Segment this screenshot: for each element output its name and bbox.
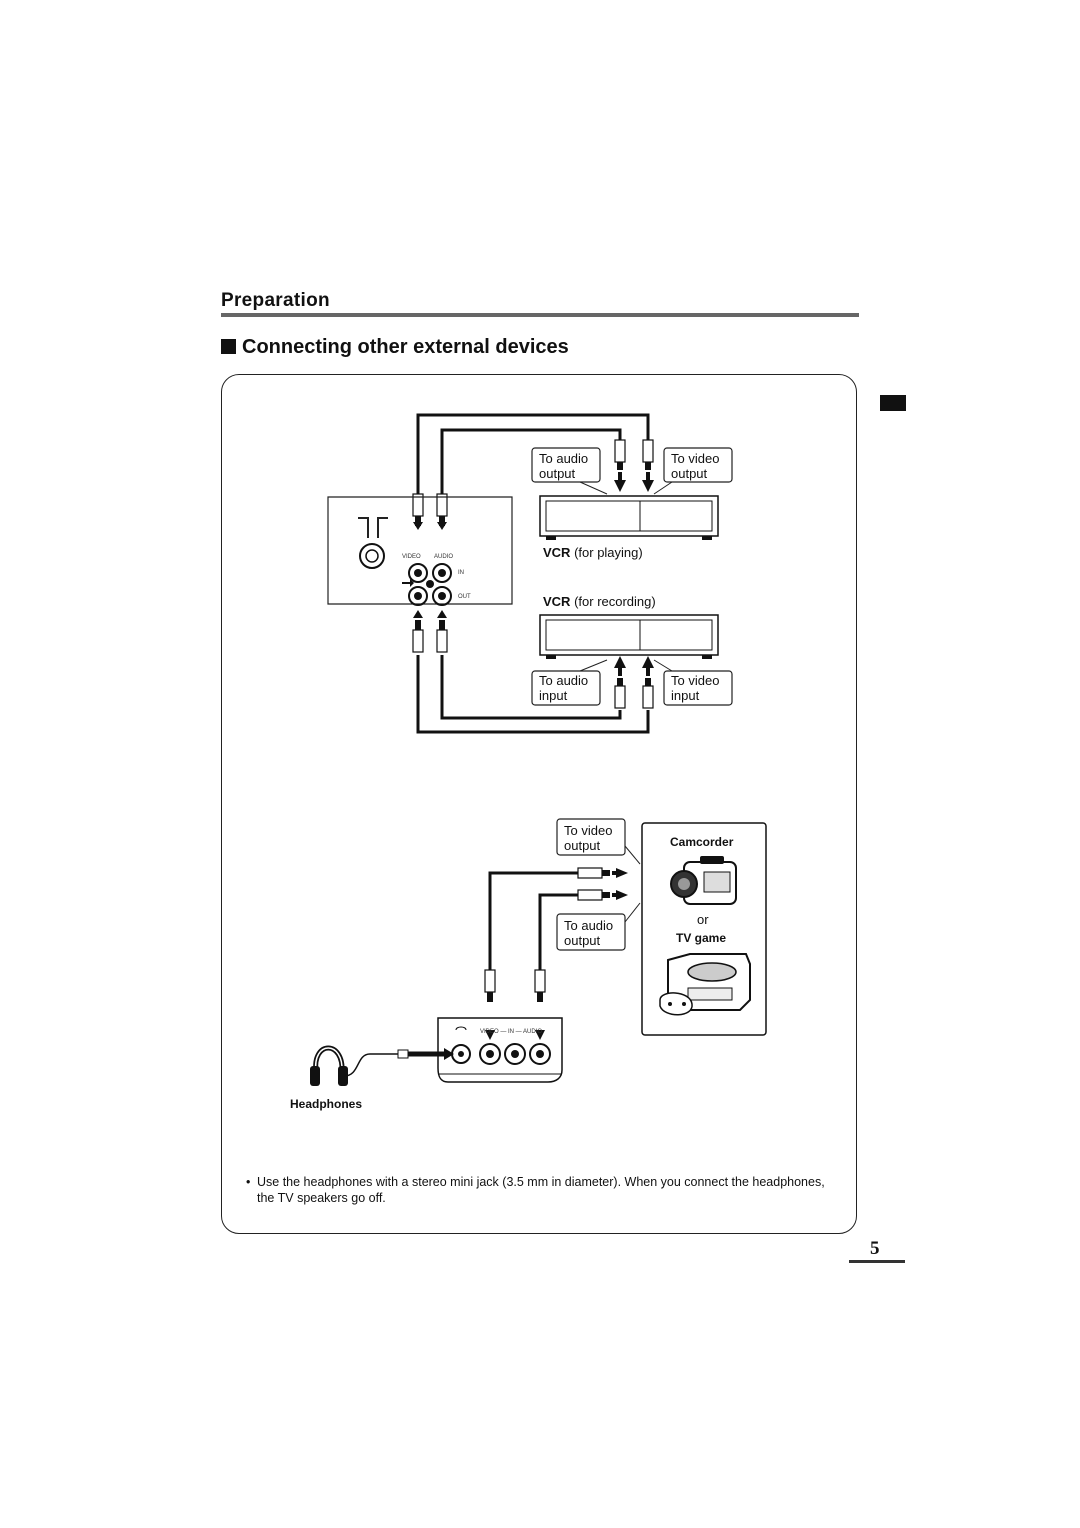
to-audio-output-label-2: output	[539, 466, 576, 481]
diagram-panel	[221, 374, 857, 1234]
page-number: 5	[870, 1238, 880, 1259]
tv-panel-video-label: VIDEO	[402, 554, 421, 560]
tv-rear-panel	[327, 496, 513, 606]
vcr-recording-bold: VCR	[543, 594, 571, 609]
side-tab-marker	[880, 395, 906, 411]
bullet-icon: •	[246, 1175, 251, 1189]
to-video-output-label-1: To video	[671, 451, 719, 466]
vcr-playing-bold: VCR	[543, 545, 571, 560]
section-rule	[221, 313, 859, 317]
vcr-playing-icon	[539, 495, 719, 540]
heading-bullet-icon	[221, 339, 236, 354]
to-audio-output-label-1: To audio	[539, 451, 588, 466]
tv-front-panel	[437, 1017, 563, 1083]
tv-panel-out-label: OUT	[458, 594, 471, 600]
cam-to-video-output-2: output	[564, 838, 601, 853]
svg-text:VCR (for playing): VCR (for playing)	[543, 545, 643, 560]
camcorder-label: Camcorder	[670, 835, 734, 849]
usage-note: • Use the headphones with a stereo mini …	[246, 1174, 826, 1206]
to-video-output-label-2: output	[671, 466, 708, 481]
section-title: Preparation	[221, 290, 330, 311]
vcr-playing-rest: (for playing)	[574, 545, 643, 560]
headphones-icon	[310, 1045, 409, 1086]
usage-note-text: Use the headphones with a stereo mini ja…	[257, 1175, 825, 1205]
headphones-label: Headphones	[290, 1097, 362, 1111]
front-panel-label: VIDEO — IN — AUDIO	[480, 1029, 542, 1035]
rca-plug-icon	[412, 439, 654, 526]
cam-to-audio-output-2: output	[564, 933, 601, 948]
to-audio-input-label-2: input	[539, 688, 568, 703]
page-heading-text: Connecting other external devices	[242, 336, 569, 358]
svg-text:VCR (for recording): VCR (for recording)	[543, 594, 656, 609]
vcr-recording-rest: (for recording)	[574, 594, 656, 609]
tv-panel-audio-label: AUDIO	[434, 554, 453, 560]
tv-game-console-icon	[659, 953, 751, 1016]
tv-game-label: TV game	[676, 931, 726, 945]
camcorder-icon	[670, 856, 737, 905]
callout-box	[556, 818, 626, 951]
cam-to-audio-output-1: To audio	[564, 918, 613, 933]
or-label: or	[697, 912, 709, 927]
vcr-cables	[416, 413, 650, 734]
to-audio-input-label-1: To audio	[539, 673, 588, 688]
page-heading: Connecting other external devices	[221, 336, 569, 359]
callout-box	[531, 447, 733, 706]
tv-panel-in-label: IN	[458, 570, 464, 576]
to-video-input-label-1: To video	[671, 673, 719, 688]
rca-plug-icon	[412, 620, 654, 709]
vcr-recording-icon	[539, 614, 719, 659]
camcorder-cables	[408, 871, 578, 1057]
to-video-input-label-2: input	[671, 688, 700, 703]
cam-to-video-output-1: To video	[564, 823, 612, 838]
rca-plug-icon	[484, 867, 610, 1002]
page-number-rule	[849, 1260, 905, 1263]
